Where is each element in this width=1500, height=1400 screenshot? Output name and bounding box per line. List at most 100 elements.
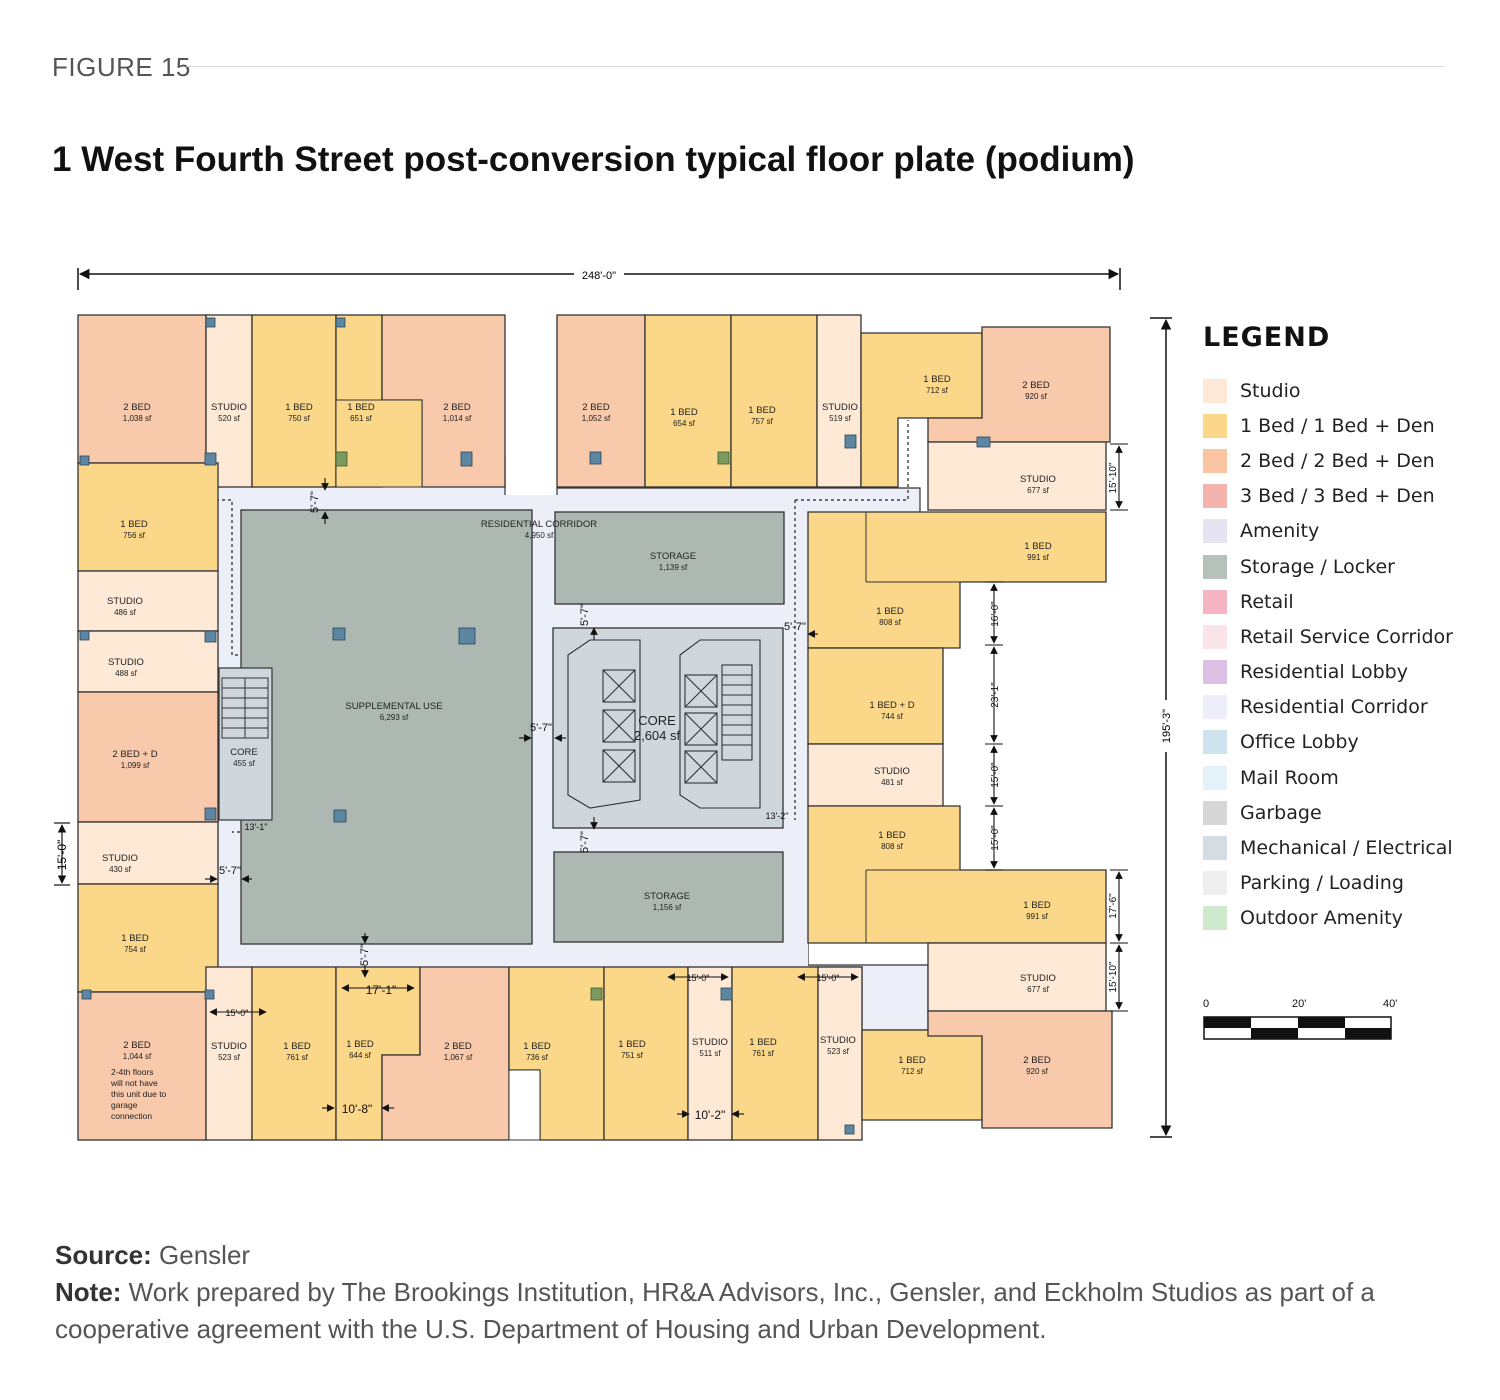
legend-swatch (1203, 871, 1227, 896)
legend-swatch (1203, 624, 1227, 649)
supplemental-use-block (240, 509, 533, 945)
room-area: 1,038 sf (123, 414, 152, 423)
note-line: Note: Work prepared by The Brookings Ins… (55, 1274, 1465, 1348)
planter-columns (335, 451, 730, 1001)
legend-item: Garbage (1203, 795, 1493, 830)
svg-text:17'-6": 17'-6" (1108, 893, 1119, 919)
room-name: STUDIO (102, 853, 138, 864)
room-name: 2 BED (582, 402, 610, 413)
room-name: 1 BED (749, 1037, 777, 1048)
scale-tick-40: 40' (1383, 998, 1398, 1010)
room-area: 1,052 sf (582, 414, 611, 423)
legend-swatch (1203, 589, 1227, 614)
room-name: 2 BED (1022, 380, 1050, 391)
source-line: Source: Gensler (55, 1237, 1465, 1274)
legend-swatch (1203, 413, 1227, 438)
svg-text:10'-2": 10'-2" (695, 1108, 726, 1122)
room-area: 808 sf (879, 618, 902, 627)
room-name: STUDIO (107, 596, 143, 607)
room-area: 920 sf (1026, 1067, 1049, 1076)
right-dimension-strings (985, 443, 1128, 1012)
svg-text:5'-7": 5'-7" (359, 944, 371, 966)
room-area: 651 sf (350, 414, 373, 423)
room-name: 1 BED (748, 405, 776, 416)
room-name: 1 BED (878, 830, 906, 841)
svg-text:17'-1": 17'-1" (366, 983, 397, 997)
room-name: 2 BED + D (112, 749, 157, 760)
core-elevators (567, 639, 761, 809)
legend-item: Mechanical / Electrical (1203, 830, 1493, 865)
svg-text:15'-0": 15'-0" (55, 840, 69, 871)
legend-item: Office Lobby (1203, 725, 1493, 760)
room-name: STUDIO (211, 1041, 247, 1052)
figure-title: 1 West Fourth Street post-conversion typ… (52, 140, 1135, 179)
room-area: 756 sf (123, 531, 146, 540)
svg-text:15'-0": 15'-0" (990, 762, 1001, 788)
svg-text:5'-7": 5'-7" (579, 831, 591, 853)
source-label: Source: (55, 1240, 152, 1270)
legend-label: 2 Bed / 2 Bed + Den (1240, 449, 1435, 472)
legend-item: Storage / Locker (1203, 549, 1493, 584)
room-name: 1 BED (1024, 541, 1052, 552)
overall-height-label: 195'-3" (1161, 709, 1173, 743)
svg-text:5'-7": 5'-7" (579, 604, 591, 626)
room-name: 2 BED (443, 402, 471, 413)
legend-label: Residential Corridor (1240, 696, 1428, 719)
unit-note-line: will not have (110, 1078, 158, 1088)
room-area: 712 sf (926, 386, 949, 395)
legend-item: Retail Service Corridor (1203, 619, 1493, 654)
legend-label: Amenity (1240, 520, 1320, 543)
svg-text:15'-10": 15'-10" (1108, 961, 1119, 992)
svg-text:10'-8": 10'-8" (342, 1102, 373, 1116)
room-name: 2 BED (123, 402, 151, 413)
legend-swatch (1203, 519, 1227, 544)
room-area: 654 sf (673, 419, 696, 428)
scale-bar: 0 20' 40' (1203, 998, 1403, 1048)
scale-bar-graphic (1203, 1016, 1392, 1040)
storage-bottom-block (553, 851, 784, 943)
legend-swatch (1203, 765, 1227, 790)
svg-text:16'-0": 16'-0" (990, 601, 1001, 627)
room-area: 744 sf (881, 712, 904, 721)
room-area: 486 sf (114, 608, 137, 617)
room-area: 761 sf (286, 1053, 309, 1062)
room-area: 519 sf (829, 414, 852, 423)
room-area: 736 sf (526, 1053, 549, 1062)
room-name: 1 BED (898, 1055, 926, 1066)
legend-swatch (1203, 660, 1227, 685)
note-text: Work prepared by The Brookings Instituti… (55, 1277, 1375, 1344)
legend-label: Mail Room (1240, 766, 1339, 789)
room-area: 1,099 sf (121, 761, 150, 770)
room-area: 1,156 sf (653, 903, 682, 912)
room-area: 757 sf (751, 417, 774, 426)
room-name: STUDIO (1020, 973, 1056, 984)
svg-text:5'-7": 5'-7" (309, 491, 321, 513)
room-name: STUDIO (692, 1037, 728, 1048)
svg-text:13'-2": 13'-2" (766, 811, 789, 821)
legend-swatch (1203, 695, 1227, 720)
room-area: 4,950 sf (525, 531, 554, 540)
legend-swatch (1203, 800, 1227, 825)
room-area: 1,067 sf (444, 1053, 473, 1062)
legend-item: Amenity (1203, 514, 1493, 549)
room-name: STUDIO (874, 766, 910, 777)
room-name: 2 BED (123, 1040, 151, 1051)
legend-label: Retail Service Corridor (1240, 625, 1453, 648)
svg-text:15'-10": 15'-10" (1108, 462, 1119, 493)
legend-label: Retail (1240, 590, 1294, 613)
room-area: 481 sf (881, 778, 904, 787)
dim-15-0-left: 15'-0" (54, 822, 70, 886)
svg-text:5'-7": 5'-7" (784, 621, 806, 633)
legend-label: 1 Bed / 1 Bed + Den (1240, 414, 1435, 437)
room-name: 1 BED (121, 933, 149, 944)
legend-label: Garbage (1240, 801, 1322, 824)
legend-swatch (1203, 730, 1227, 755)
unit-note-line: 2-4th floors (111, 1067, 154, 1077)
room-area: 520 sf (218, 414, 241, 423)
room-area: 6,293 sf (380, 713, 409, 722)
room-name: 1 BED (285, 402, 313, 413)
right-column-units (807, 441, 1107, 1012)
room-name: SUPPLEMENTAL USE (345, 701, 442, 712)
